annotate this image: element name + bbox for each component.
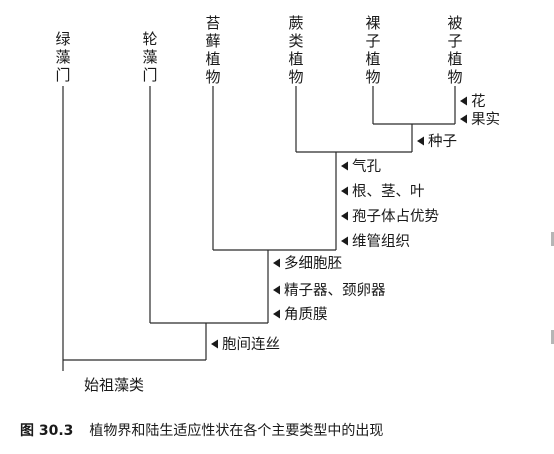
trait-label-embryo: 多细胞胚 bbox=[284, 255, 342, 272]
trait-label-sporophyte-dominant: 孢子体占优势 bbox=[352, 208, 439, 225]
trait-label-cuticle: 角质膜 bbox=[284, 306, 328, 323]
taxon-labels: 绿藻门 轮藻门 苔藓植物 蕨类植物 裸子植物 被子植物 bbox=[55, 14, 462, 86]
trait-label-plasmodesmata: 胞间连丝 bbox=[222, 336, 280, 353]
trait-arrow-stomata bbox=[341, 161, 348, 171]
taxon-label-angiosperms: 被子植物 bbox=[447, 14, 462, 86]
trait-arrow-root-stem-leaf bbox=[341, 186, 348, 196]
trait-label-gametangia: 精子器、颈卵器 bbox=[284, 282, 386, 299]
trait-label-fruit: 果实 bbox=[471, 111, 500, 128]
trait-arrow-sporophyte-dominant bbox=[341, 211, 348, 221]
trait-label-stomata: 气孔 bbox=[352, 158, 381, 175]
taxon-label-bryophytes: 苔藓植物 bbox=[205, 14, 220, 86]
figure-caption: 图 30.3 植物界和陆生适应性状在各个主要类型中的出现 bbox=[20, 420, 383, 440]
root-label: 始祖藻类 bbox=[84, 376, 144, 394]
trait-label-root-stem-leaf: 根、茎、叶 bbox=[352, 183, 425, 200]
trait-label-flower: 花 bbox=[471, 93, 486, 110]
taxon-label-gymnosperms: 裸子植物 bbox=[365, 14, 380, 86]
trait-arrow-vascular-tissue bbox=[341, 236, 348, 246]
trait-arrow-seed bbox=[417, 136, 424, 146]
scan-edge-mark bbox=[551, 330, 554, 344]
trait-arrow-fruit bbox=[460, 114, 467, 124]
caption-text: 植物界和陆生适应性状在各个主要类型中的出现 bbox=[89, 423, 384, 439]
trait-arrow-cuticle bbox=[273, 309, 280, 319]
scan-edge-mark bbox=[551, 232, 554, 246]
trait-arrow-plasmodesmata bbox=[211, 339, 218, 349]
trait-label-vascular-tissue: 维管组织 bbox=[352, 233, 410, 250]
trait-arrow-flower bbox=[460, 96, 467, 106]
taxon-label-ferns: 蕨类植物 bbox=[288, 14, 303, 86]
trait-arrow-gametangia bbox=[273, 285, 280, 295]
taxon-label-charophytes: 轮藻门 bbox=[142, 30, 157, 84]
trait-arrow-embryo bbox=[273, 258, 280, 268]
trait-label-seed: 种子 bbox=[428, 133, 457, 150]
figure-number: 图 30.3 bbox=[20, 423, 74, 439]
cladogram-branches bbox=[62, 86, 456, 371]
taxon-label-green-algae: 绿藻门 bbox=[55, 30, 70, 84]
